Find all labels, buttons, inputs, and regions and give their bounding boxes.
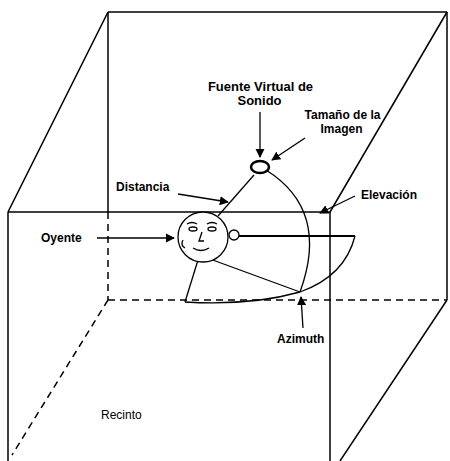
leader-arrows xyxy=(97,112,355,328)
listener-head xyxy=(178,212,239,262)
listener-label: Oyente xyxy=(40,231,100,245)
room-box xyxy=(8,12,447,461)
image-size-label: Tamaño de la Imagen xyxy=(292,108,392,136)
azimuth-label: Azimuth xyxy=(276,332,346,346)
elevation-label: Elevación xyxy=(360,188,446,202)
virtual-source xyxy=(251,161,269,173)
distance-label: Distancia xyxy=(115,180,195,194)
room-label: Recinto xyxy=(100,408,180,422)
source-label: Fuente Virtual de Sonido xyxy=(200,80,320,108)
